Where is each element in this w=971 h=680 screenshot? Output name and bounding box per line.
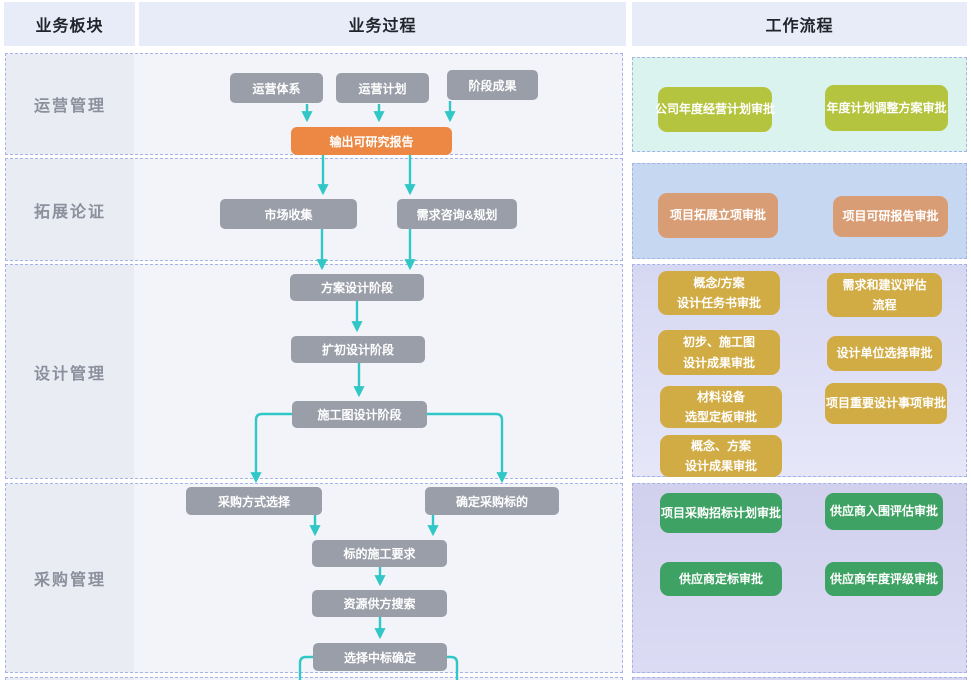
node-confirm-procurement-target-label: 确定采购标的 xyxy=(455,494,528,509)
header-business-module: 业务板块 xyxy=(4,2,135,46)
approval-concept-scheme-task-book[interactable]: 概念/方案 设计任务书审批 xyxy=(658,271,780,315)
approval-annual-business-plan-label: 公司年度经营计划审批 xyxy=(655,102,776,117)
node-operation-plan[interactable]: 运营计划 xyxy=(336,73,429,103)
lane-expansion-labelstrip: 拓展论证 xyxy=(6,159,134,260)
approval-demand-suggestion-evaluation-line2: 流程 xyxy=(872,298,897,312)
approval-annual-plan-adjustment[interactable]: 年度计划调整方案审批 xyxy=(825,85,948,131)
approval-material-equipment-selection-line2: 选型定板审批 xyxy=(684,410,757,424)
approval-supplier-annual-rating-label: 供应商年度评级审批 xyxy=(829,571,938,586)
lane-expansion-label: 拓展论证 xyxy=(33,203,106,221)
lane-operations-labelstrip: 运营管理 xyxy=(6,54,134,154)
approval-preliminary-drawing-results-line1: 初步、施工图 xyxy=(682,335,755,350)
approval-concept-scheme-design-results[interactable]: 概念、方案 设计成果审批 xyxy=(660,435,782,477)
approval-supplier-bid-determination[interactable]: 供应商定标审批 xyxy=(660,562,782,596)
node-operation-plan-label: 运营计划 xyxy=(358,81,407,96)
approval-demand-suggestion-evaluation-line1: 需求和建议评估 xyxy=(842,277,927,292)
lane-procurement-labelstrip: 采购管理 xyxy=(6,484,134,672)
node-phase-results-label: 阶段成果 xyxy=(468,78,517,93)
lane-design-label: 设计管理 xyxy=(33,365,106,383)
approval-concept-scheme-design-results-line2: 设计成果审批 xyxy=(684,459,757,473)
node-procurement-method-select-label: 采购方式选择 xyxy=(217,494,290,509)
node-phase-results[interactable]: 阶段成果 xyxy=(447,70,538,100)
approval-procurement-bidding-plan-label: 项目采购招标计划审批 xyxy=(660,505,781,520)
approval-project-expansion-initiation[interactable]: 项目拓展立项审批 xyxy=(658,193,778,238)
header-business-module-label: 业务板块 xyxy=(35,18,104,35)
node-target-construction-req-label: 标的施工要求 xyxy=(343,547,416,561)
approval-design-unit-selection[interactable]: 设计单位选择审批 xyxy=(827,336,942,371)
header-workflow-label: 工作流程 xyxy=(765,18,834,35)
node-scheme-design-phase[interactable]: 方案设计阶段 xyxy=(290,274,424,301)
lane-design: 设计管理 xyxy=(5,264,623,479)
approval-concept-scheme-task-book-line1: 概念/方案 xyxy=(693,275,745,290)
lane-expansion: 拓展论证 xyxy=(5,158,623,261)
approval-project-expansion-initiation-label: 项目拓展立项审批 xyxy=(669,208,766,223)
approval-annual-plan-adjustment-label: 年度计划调整方案审批 xyxy=(826,100,947,115)
node-preliminary-design-phase-label: 扩初设计阶段 xyxy=(321,343,394,357)
node-preliminary-design-phase[interactable]: 扩初设计阶段 xyxy=(291,336,425,363)
node-market-collection-label: 市场收集 xyxy=(264,207,313,222)
approval-supplier-shortlist-evaluation-label: 供应商入围评估审批 xyxy=(829,504,938,519)
lane-design-labelstrip: 设计管理 xyxy=(6,265,134,478)
node-operation-system[interactable]: 运营体系 xyxy=(230,73,323,103)
approval-design-unit-selection-label: 设计单位选择审批 xyxy=(836,346,933,361)
node-construction-drawing-phase-label: 施工图设计阶段 xyxy=(317,408,402,422)
header-workflow: 工作流程 xyxy=(632,2,967,46)
node-operation-system-label: 运营体系 xyxy=(252,81,301,96)
approval-important-design-matters[interactable]: 项目重要设计事项审批 xyxy=(825,383,947,424)
approval-project-feasibility-report[interactable]: 项目可研报告审批 xyxy=(833,196,948,237)
lane-next-clipped xyxy=(5,677,623,680)
node-market-collection[interactable]: 市场收集 xyxy=(220,199,357,229)
node-target-construction-req[interactable]: 标的施工要求 xyxy=(312,540,447,567)
approval-procurement-bidding-plan[interactable]: 项目采购招标计划审批 xyxy=(660,493,782,533)
approval-demand-suggestion-evaluation[interactable]: 需求和建议评估 流程 xyxy=(827,273,942,317)
node-select-winning-bid[interactable]: 选择中标确定 xyxy=(313,643,447,671)
approval-supplier-annual-rating[interactable]: 供应商年度评级审批 xyxy=(825,562,943,596)
node-output-feasibility-report-label: 输出可研究报告 xyxy=(329,134,414,149)
node-demand-consult-planning[interactable]: 需求咨询&规划 xyxy=(397,199,517,229)
approval-project-feasibility-report-label: 项目可研报告审批 xyxy=(842,209,939,224)
approval-annual-business-plan[interactable]: 公司年度经营计划审批 xyxy=(655,87,776,132)
approval-important-design-matters-label: 项目重要设计事项审批 xyxy=(825,396,946,411)
node-resource-supplier-search-label: 资源供方搜索 xyxy=(343,597,416,611)
node-output-feasibility-report[interactable]: 输出可研究报告 xyxy=(291,127,452,155)
node-select-winning-bid-label: 选择中标确定 xyxy=(343,650,416,665)
node-resource-supplier-search[interactable]: 资源供方搜索 xyxy=(312,590,447,617)
lane-procurement-label: 采购管理 xyxy=(33,572,106,589)
approval-supplier-shortlist-evaluation[interactable]: 供应商入围评估审批 xyxy=(825,493,943,530)
approval-supplier-bid-determination-label: 供应商定标审批 xyxy=(678,571,763,586)
approval-concept-scheme-task-book-line2: 设计任务书审批 xyxy=(676,296,761,310)
lane-next-labelstrip xyxy=(6,678,134,680)
approval-material-equipment-selection[interactable]: 材料设备 选型定板审批 xyxy=(660,386,782,428)
approval-concept-scheme-design-results-line1: 概念、方案 xyxy=(690,438,751,453)
approval-preliminary-drawing-results-line2: 设计成果审批 xyxy=(682,355,755,370)
header-business-process-label: 业务过程 xyxy=(348,18,417,35)
header-business-process: 业务过程 xyxy=(139,2,626,46)
workflow-zone-next-clipped xyxy=(632,677,967,680)
approval-preliminary-drawing-results[interactable]: 初步、施工图 设计成果审批 xyxy=(658,330,780,375)
node-confirm-procurement-target[interactable]: 确定采购标的 xyxy=(425,487,559,515)
approval-material-equipment-selection-line1: 材料设备 xyxy=(696,389,745,404)
lane-operations-label: 运营管理 xyxy=(33,98,106,115)
node-scheme-design-phase-label: 方案设计阶段 xyxy=(320,281,393,295)
node-construction-drawing-phase[interactable]: 施工图设计阶段 xyxy=(292,401,427,428)
node-procurement-method-select[interactable]: 采购方式选择 xyxy=(186,487,322,515)
node-demand-consult-planning-label: 需求咨询&规划 xyxy=(416,207,498,222)
